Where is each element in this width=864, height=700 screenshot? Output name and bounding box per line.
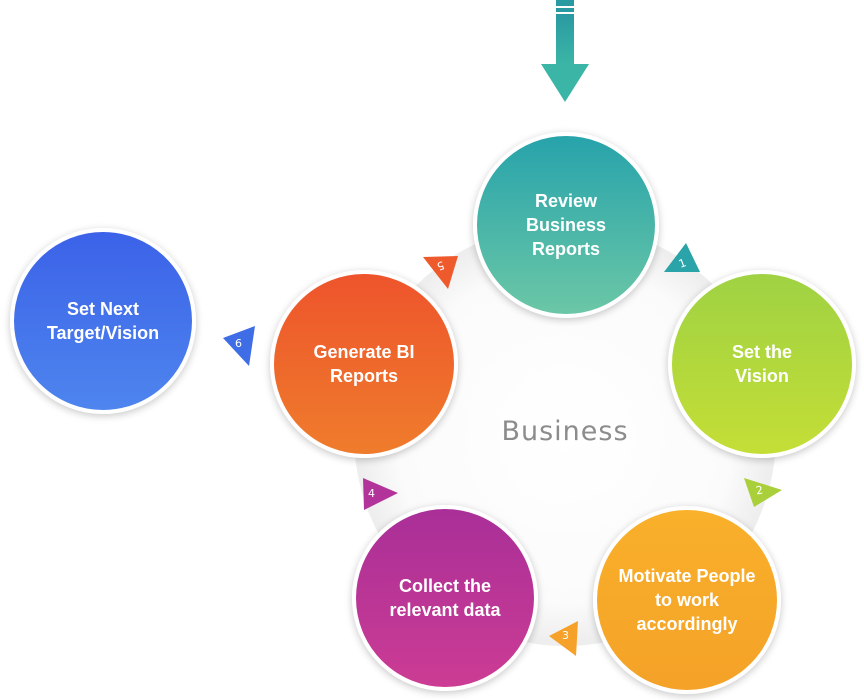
step-3-label: 3 — [562, 629, 569, 642]
node-collect-relevant-data: Collect the relevant data — [352, 505, 538, 691]
step-3-arrow-icon — [549, 621, 578, 656]
step-6-label: 6 — [235, 337, 242, 350]
step-1-arrow-icon — [664, 243, 700, 272]
node-motivate-label: Motivate People to work accordingly — [618, 566, 756, 634]
center-label: Business — [501, 416, 629, 447]
node-review-business-reports: Review Business Reports — [473, 132, 659, 318]
step-4-arrow-icon — [363, 478, 398, 510]
step-4-label: 4 — [368, 487, 375, 500]
node-set-next-target: Set Next Target/Vision — [10, 228, 196, 414]
node-vision-label: Set the Vision — [731, 342, 792, 386]
node-next-label: Set Next Target/Vision — [46, 299, 160, 343]
node-generate-bi-reports: Generate BI Reports — [270, 270, 458, 458]
step-2-arrow-icon — [744, 478, 782, 507]
node-generate-label: Generate BI Reports — [313, 342, 415, 386]
step-6-arrow-icon — [223, 326, 255, 366]
node-set-the-vision: Set the Vision — [668, 270, 856, 458]
incoming-arrow-icon — [541, 0, 589, 102]
node-motivate-people: Motivate People to work accordingly — [593, 506, 781, 694]
step-5-arrow-icon — [423, 256, 458, 289]
node-review-label: Review Business Reports — [525, 191, 607, 259]
node-collect-label: Collect the relevant data — [389, 576, 501, 620]
